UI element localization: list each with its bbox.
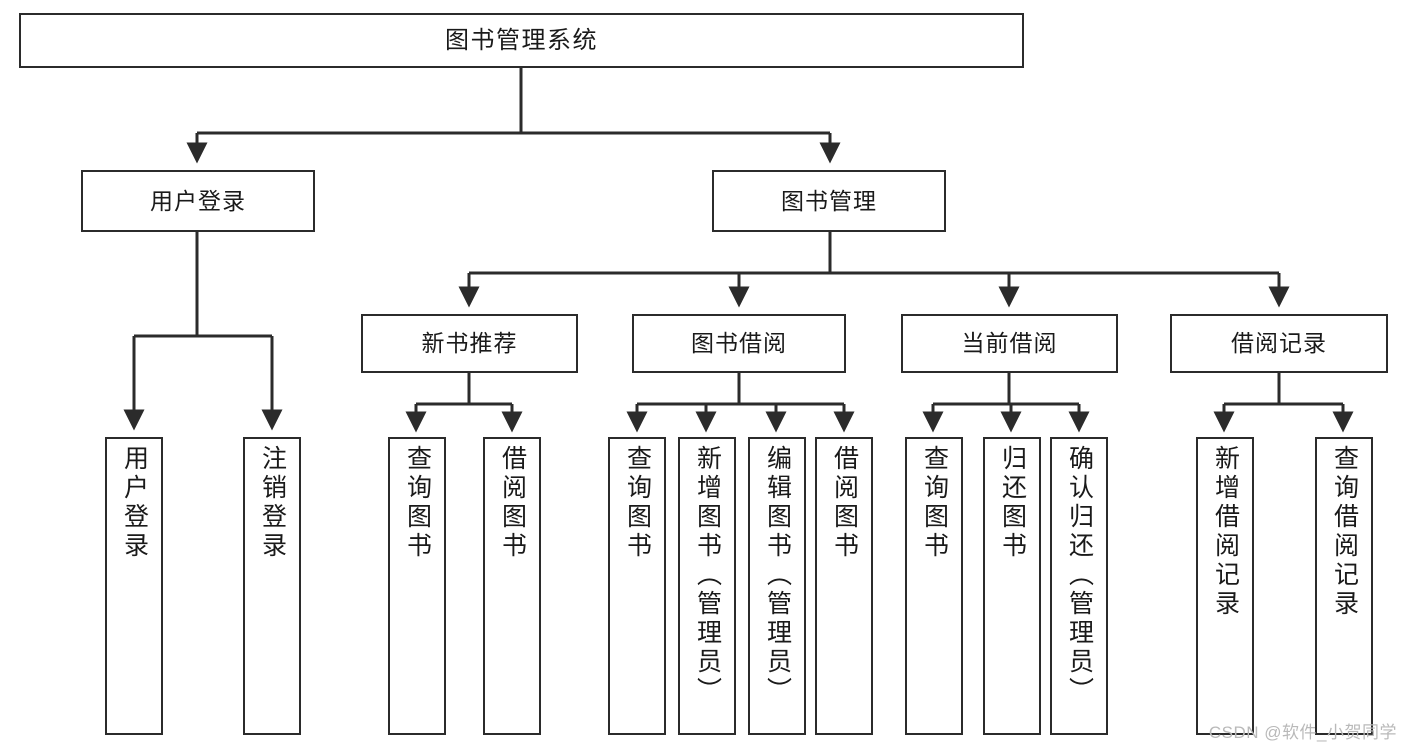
node-leaf-query-book-recommend[interactable]: 查询图书 bbox=[388, 437, 446, 735]
node-leaf-logout[interactable]: 注销登录 bbox=[243, 437, 301, 735]
node-leaf-borrow-book[interactable]: 借阅图书 bbox=[815, 437, 873, 735]
node-label: 查询图书 bbox=[920, 445, 949, 561]
node-leaf-edit-book-admin[interactable]: 编辑图书（管理员） bbox=[748, 437, 806, 735]
node-book-borrow[interactable]: 图书借阅 bbox=[632, 314, 846, 373]
node-leaf-user-login[interactable]: 用户登录 bbox=[105, 437, 163, 735]
node-label: 新书推荐 bbox=[421, 330, 518, 357]
node-root-book-management-system[interactable]: 图书管理系统 bbox=[19, 13, 1024, 68]
node-leaf-borrow-book-recommend[interactable]: 借阅图书 bbox=[483, 437, 541, 735]
node-label: 归还图书 bbox=[998, 445, 1027, 561]
node-label: 用户登录 bbox=[150, 187, 246, 214]
node-label: 用户登录 bbox=[120, 445, 149, 561]
node-label: 注销登录 bbox=[258, 445, 287, 561]
node-label: 查询图书 bbox=[623, 445, 652, 561]
node-label: 图书借阅 bbox=[691, 330, 787, 357]
node-label: 查询借阅记录 bbox=[1330, 445, 1359, 619]
node-leaf-query-book-current[interactable]: 查询图书 bbox=[905, 437, 963, 735]
node-label: 新增图书（管理员） bbox=[693, 445, 722, 706]
node-current-borrow[interactable]: 当前借阅 bbox=[901, 314, 1118, 373]
node-label: 编辑图书（管理员） bbox=[763, 445, 792, 706]
node-label: 查询图书 bbox=[403, 445, 432, 561]
node-borrow-record[interactable]: 借阅记录 bbox=[1170, 314, 1388, 373]
node-label: 借阅记录 bbox=[1231, 330, 1327, 357]
node-leaf-add-book-admin[interactable]: 新增图书（管理员） bbox=[678, 437, 736, 735]
node-new-book-recommend[interactable]: 新书推荐 bbox=[361, 314, 578, 373]
node-label: 确认归还（管理员） bbox=[1065, 445, 1094, 706]
node-leaf-add-borrow-record[interactable]: 新增借阅记录 bbox=[1196, 437, 1254, 735]
node-user-login[interactable]: 用户登录 bbox=[81, 170, 315, 232]
node-leaf-confirm-return-admin[interactable]: 确认归还（管理员） bbox=[1050, 437, 1108, 735]
node-leaf-return-book[interactable]: 归还图书 bbox=[983, 437, 1041, 735]
node-book-management[interactable]: 图书管理 bbox=[712, 170, 946, 232]
node-label: 借阅图书 bbox=[830, 445, 859, 561]
node-label: 图书管理系统 bbox=[445, 26, 598, 54]
node-label: 图书管理 bbox=[781, 187, 877, 214]
node-leaf-query-borrow-record[interactable]: 查询借阅记录 bbox=[1315, 437, 1373, 735]
node-label: 借阅图书 bbox=[498, 445, 527, 561]
node-leaf-query-book-borrow[interactable]: 查询图书 bbox=[608, 437, 666, 735]
node-label: 新增借阅记录 bbox=[1211, 445, 1240, 619]
node-label: 当前借阅 bbox=[961, 330, 1058, 357]
csdn-watermark: CSDN @软件_小贺同学 bbox=[1208, 723, 1397, 742]
